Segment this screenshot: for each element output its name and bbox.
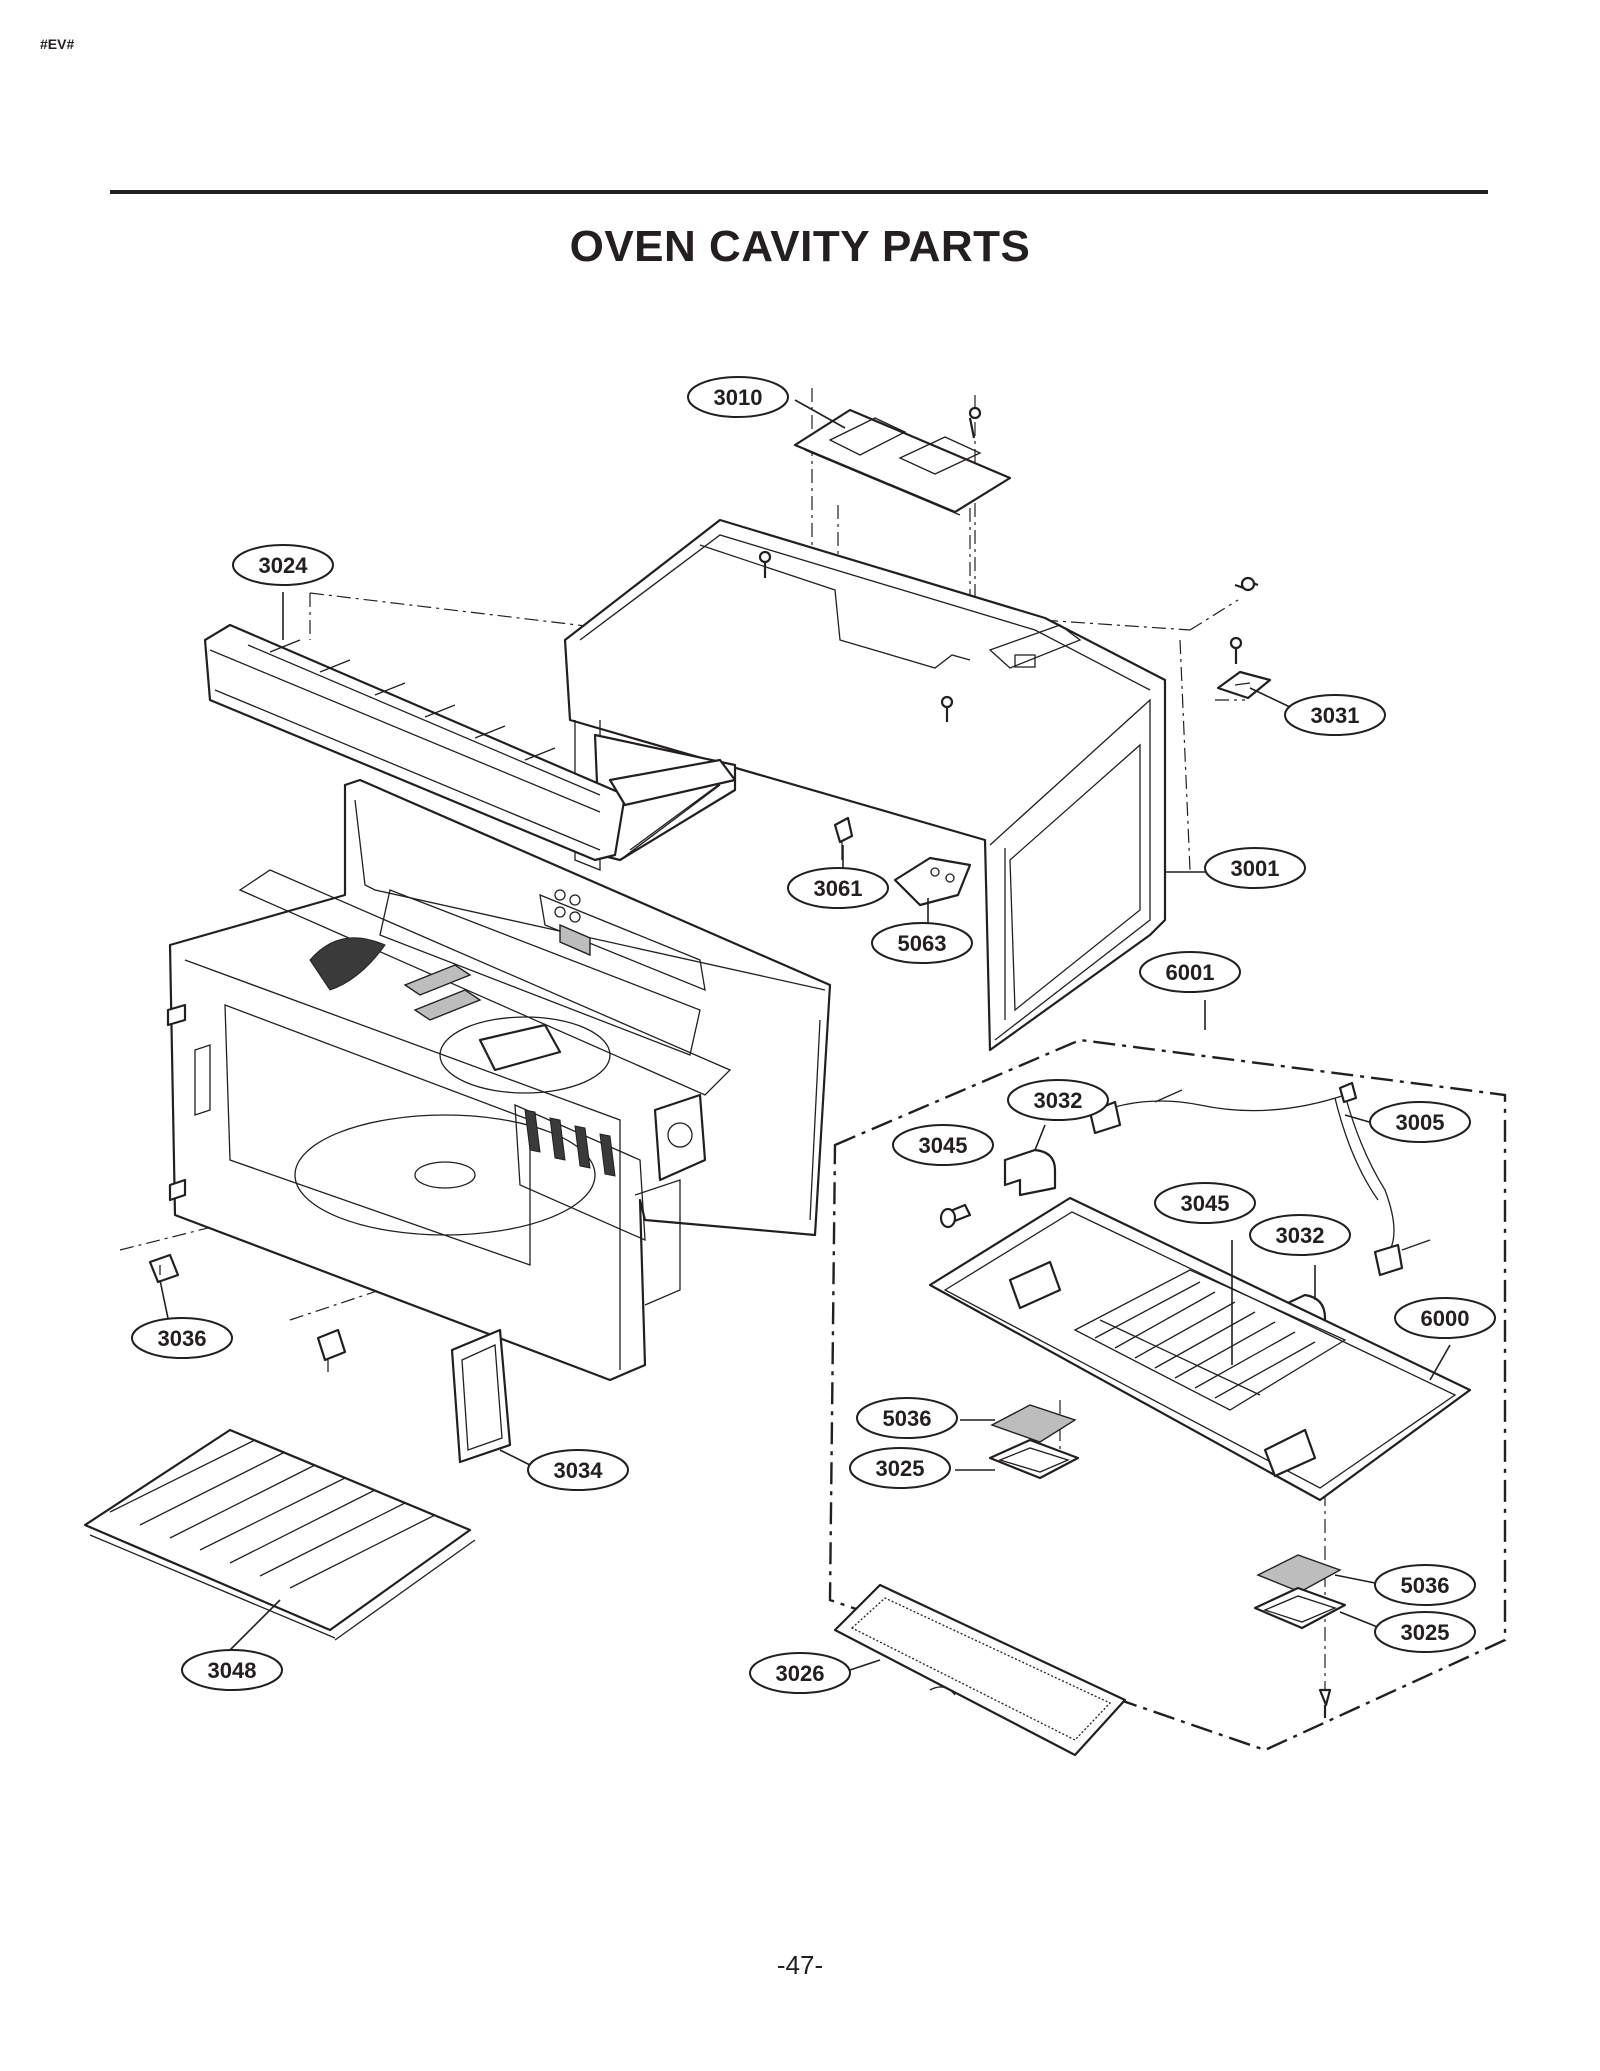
callout-label: 5036: [883, 1406, 932, 1431]
part-3025-filter-frame-a: [988, 1438, 1080, 1480]
part-5036-filter-a: [990, 1404, 1077, 1443]
part-3005-wire-harness: [1088, 1081, 1431, 1277]
callout-3032-upper: 3032: [1007, 1079, 1109, 1121]
callout-3048: 3048: [181, 1649, 283, 1691]
callout-label: 3032: [1276, 1223, 1325, 1248]
callout-3061: 3061: [787, 867, 889, 909]
page-title: OVEN CAVITY PARTS: [569, 222, 1031, 271]
callout-3032-lower: 3032: [1249, 1214, 1351, 1256]
callout-label: 3025: [1401, 1620, 1450, 1645]
callout-label: 3032: [1034, 1088, 1083, 1113]
callout-label: 3005: [1396, 1110, 1445, 1135]
document-code: #EV#: [40, 36, 75, 52]
part-3061-sensor: [833, 816, 854, 860]
callout-6001: 6001: [1139, 951, 1241, 993]
part-3032-lamp-cover-a: [1003, 1148, 1057, 1197]
callout-5063: 5063: [871, 922, 973, 964]
callout-label: 3001: [1231, 856, 1280, 881]
oven-cavity: [166, 778, 832, 1382]
part-5063-sensor-bracket: [893, 856, 972, 907]
callout-label: 3045: [1181, 1191, 1230, 1216]
callout-3010: 3010: [687, 376, 789, 418]
callout-label: 6000: [1421, 1306, 1470, 1331]
header-rule: [110, 190, 1488, 194]
part-3036-latch: [148, 1253, 180, 1284]
part-3048-wire-rack: [83, 1428, 476, 1641]
callout-3025-lower: 3025: [1374, 1611, 1476, 1653]
callout-3034: 3034: [527, 1449, 629, 1491]
part-3034-frame: [450, 1328, 512, 1464]
part-5036-filter-b: [1256, 1554, 1342, 1593]
assembly-6001-boundary: [828, 1038, 1507, 1752]
leader-lines: [159, 399, 1451, 1671]
callout-label: 3036: [158, 1326, 207, 1351]
callout-3025-upper: 3025: [849, 1447, 951, 1489]
callout-3026: 3026: [749, 1652, 851, 1694]
callout-label: 3031: [1311, 703, 1360, 728]
part-3045-lamp-bulb-a: [939, 1203, 972, 1229]
part-3025-filter-frame-b: [1253, 1586, 1347, 1630]
callout-label: 3048: [208, 1658, 257, 1683]
callout-3045-left: 3045: [892, 1124, 994, 1166]
callout-3045-right: 3045: [1154, 1182, 1256, 1224]
part-6000-base-plate: [928, 1196, 1472, 1502]
latch-small: [316, 1328, 347, 1372]
callout-label: 3061: [814, 876, 863, 901]
callout-label: 3026: [776, 1661, 825, 1686]
callout-label: 5036: [1401, 1573, 1450, 1598]
part-3031-bracket: [1216, 636, 1272, 700]
part-3024-vent-grille: [203, 623, 737, 862]
callout-3001: 3001: [1204, 847, 1306, 889]
callout-3031: 3031: [1284, 694, 1386, 736]
part-3026-grease-filter: [833, 1583, 1127, 1757]
callout-5036-lower: 5036: [1374, 1564, 1476, 1606]
part-3010-mounting-plate: [793, 406, 1012, 516]
callout-label: 3045: [919, 1133, 968, 1158]
callout-6000: 6000: [1394, 1297, 1496, 1339]
callout-3036: 3036: [131, 1317, 233, 1359]
callout-label: 6001: [1166, 960, 1215, 985]
callout-label: 3010: [714, 385, 763, 410]
screw-bottom: [1318, 1688, 1332, 1718]
callout-3005: 3005: [1369, 1101, 1471, 1143]
callout-label: 5063: [898, 931, 947, 956]
callout-label: 3034: [554, 1458, 604, 1483]
callout-3024: 3024: [232, 544, 334, 586]
callout-5036-upper: 5036: [856, 1397, 958, 1439]
page-number: -47-: [776, 1950, 824, 1980]
callout-label: 3025: [876, 1456, 925, 1481]
callout-label: 3024: [259, 553, 309, 578]
